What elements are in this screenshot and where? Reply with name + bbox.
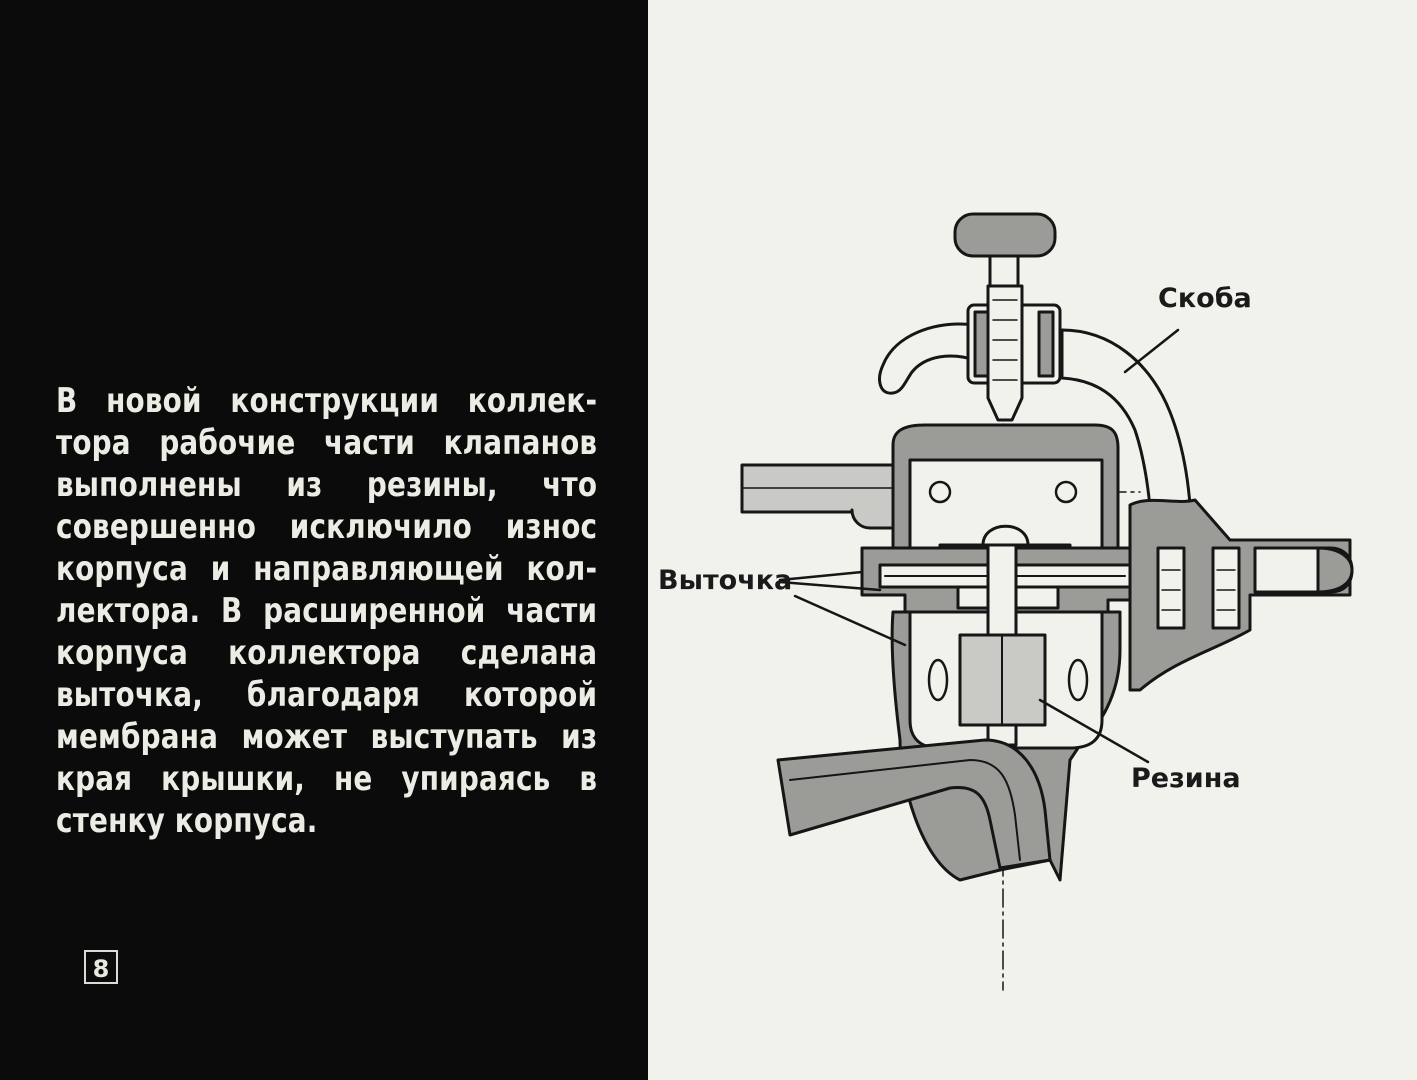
caption-line: совершенно исключило износ	[56, 507, 598, 547]
bracket-hook	[878, 322, 977, 395]
caption-line: В новой конструкции коллек-	[56, 381, 598, 421]
leader-vytochka-1	[778, 570, 864, 582]
bolt-hole-left	[928, 480, 952, 504]
stud-right	[1211, 546, 1241, 630]
leader-vytochka-3	[793, 594, 907, 647]
caption-line: стенку корпуса.	[56, 801, 318, 841]
label-skoba: Скоба	[1158, 283, 1252, 314]
caption-line: выточка, благодаря которой	[56, 675, 598, 715]
caption-line: тора рабочие части клапанов	[56, 423, 598, 463]
page-number: 8	[84, 950, 118, 984]
bolt-slot-right	[1067, 658, 1089, 702]
nut-right-shade	[1037, 310, 1055, 378]
collector-cross-section-diagram: Скоба Выточка Резина	[658, 212, 1354, 991]
screw-knob	[953, 212, 1057, 258]
caption-line: корпуса и направляющей кол-	[56, 549, 598, 589]
caption-line: лектора. В расширенной части	[56, 591, 598, 631]
stud-left	[1156, 546, 1186, 630]
outlet-elbow-pipe	[776, 738, 1052, 870]
leader-rezina	[1038, 698, 1150, 764]
leader-vytochka-2	[778, 580, 882, 592]
text-panel: В новой конструкции коллек- тора рабочие…	[0, 0, 648, 1080]
outlet-elbow-bore	[789, 759, 1021, 861]
diagram-panel: Скоба Выточка Резина	[648, 0, 1417, 1080]
caption-line: выполнены из резины, что	[56, 465, 598, 505]
leader-skoba	[1123, 328, 1180, 374]
label-rezina: Резина	[1131, 763, 1241, 794]
caption-line: корпуса коллектора сделана	[56, 633, 598, 673]
caption-line: мембрана может выступать из	[56, 717, 598, 757]
bolt-slot-left	[927, 658, 949, 702]
caption-text: В новой конструкции коллек- тора рабочие…	[56, 380, 597, 842]
screw-neck	[988, 254, 1020, 288]
caption-line: края крышки, не упираясь в	[56, 759, 598, 799]
outlet-pipe-right-end	[1316, 546, 1354, 594]
label-vytochka: Выточка	[658, 565, 792, 596]
screw-shaft	[986, 284, 1024, 422]
inlet-pipe-left	[740, 463, 907, 530]
bolt-hole-right	[1054, 480, 1078, 504]
